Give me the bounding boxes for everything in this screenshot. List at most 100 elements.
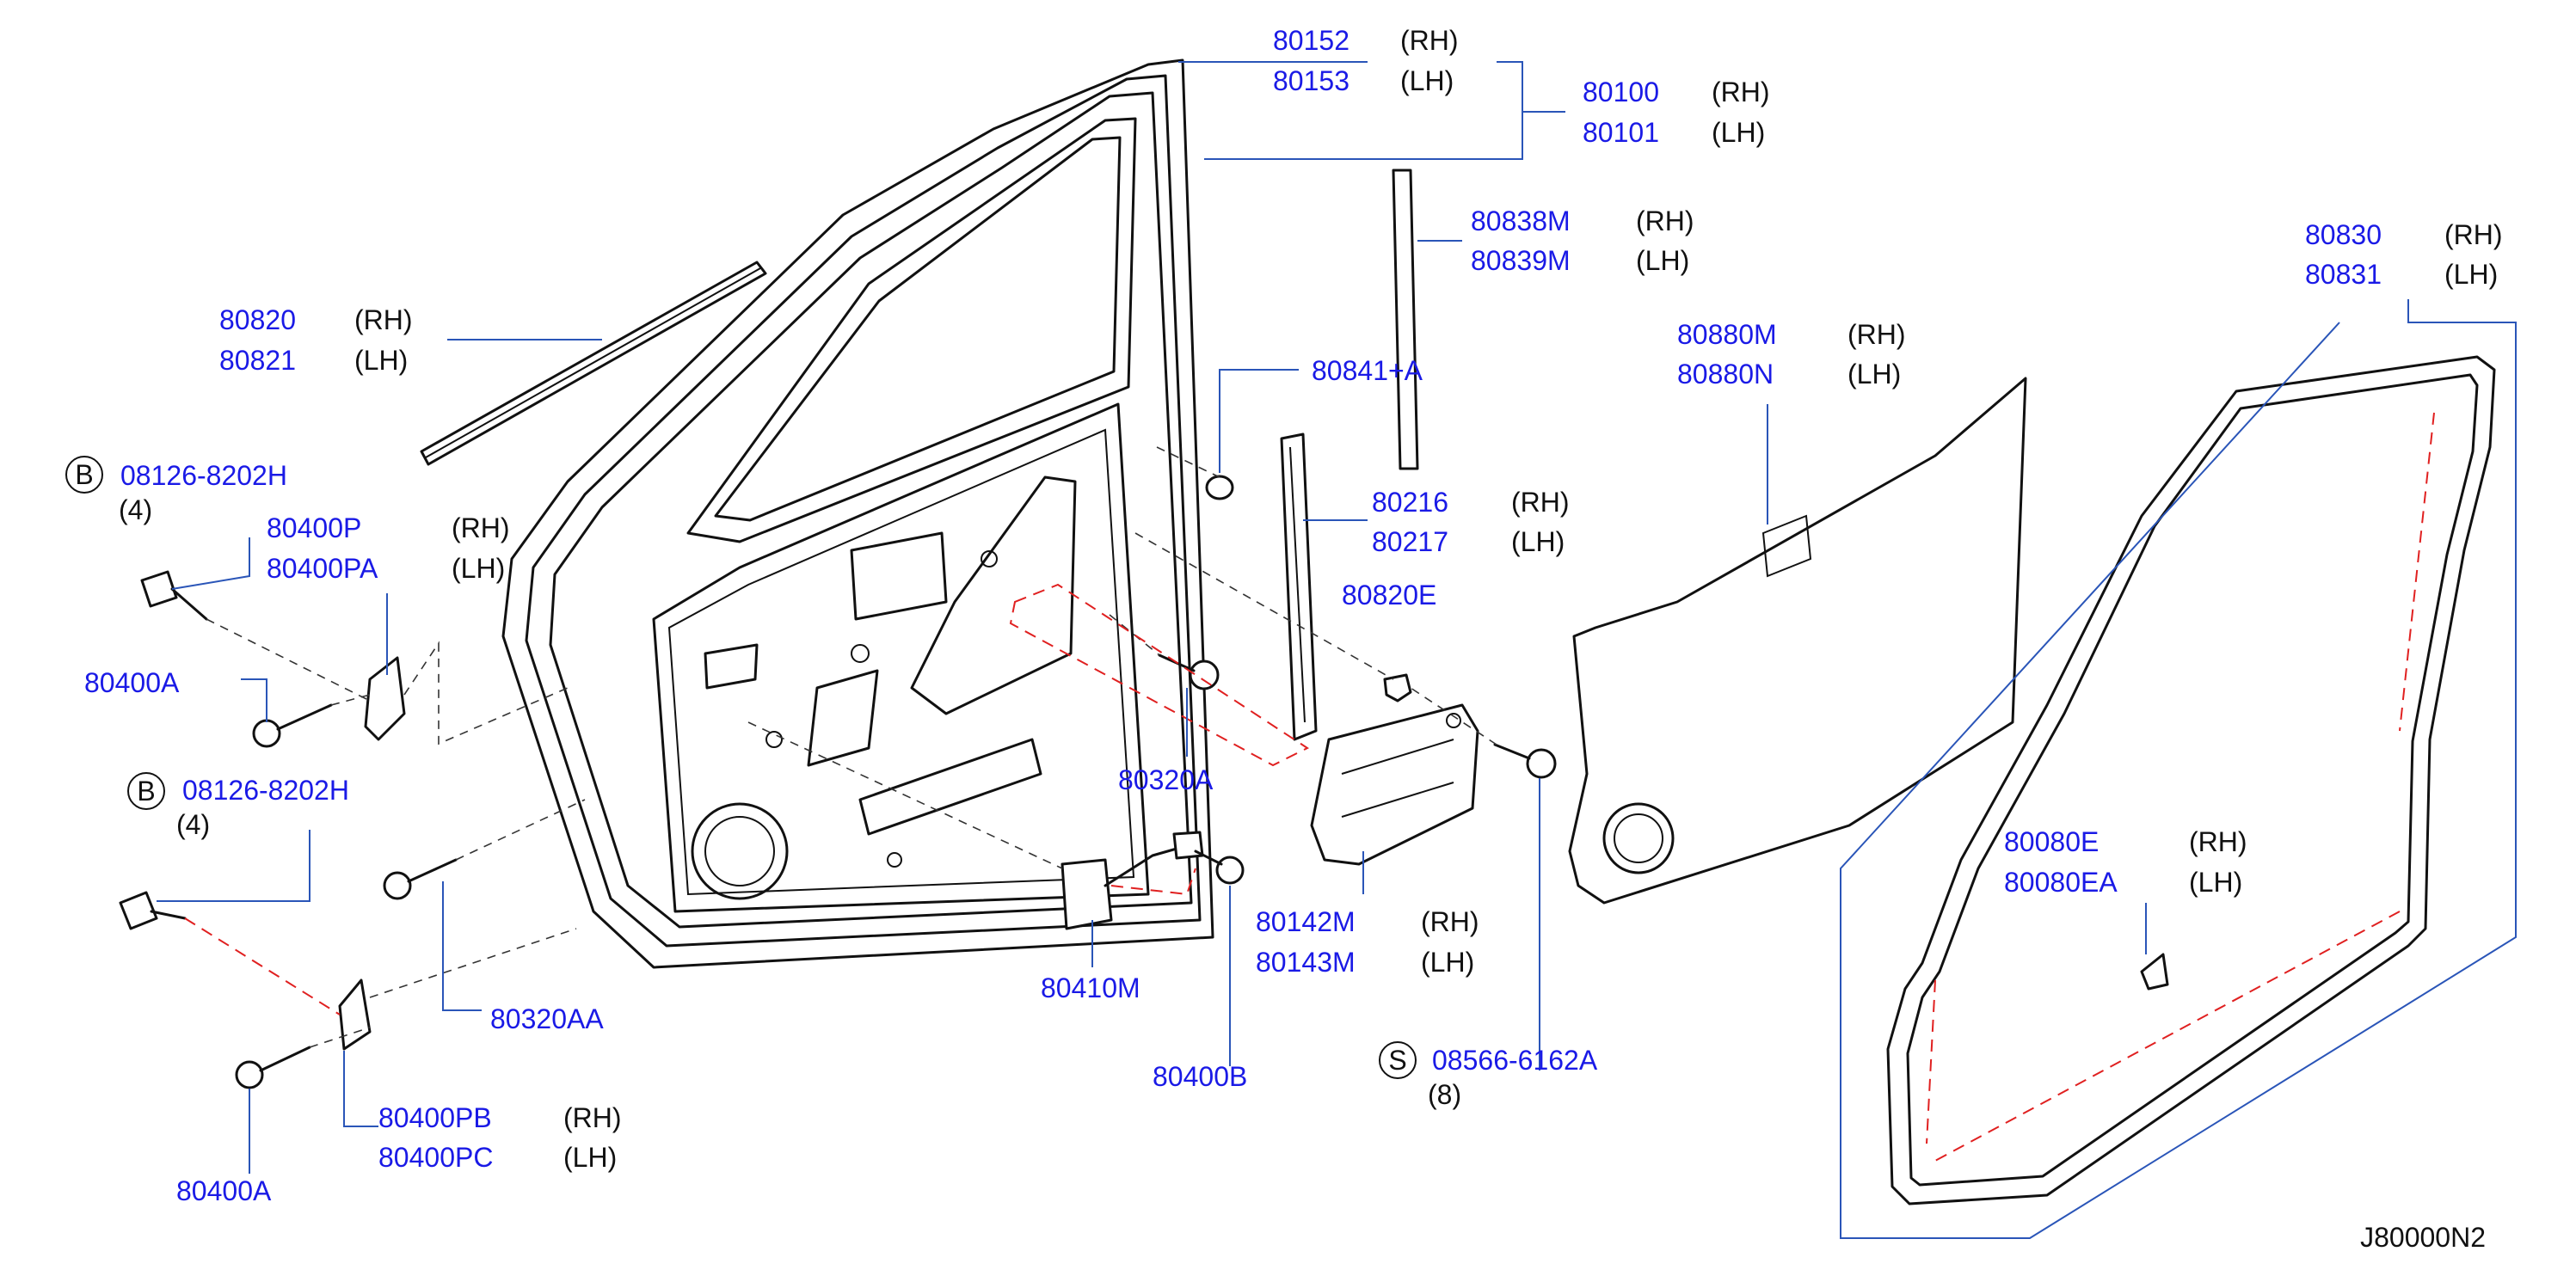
part-number: 80400B [1153,1061,1247,1092]
side-label: (RH) [563,1102,622,1133]
leader-line [1204,61,1523,160]
assembly-line [369,928,577,998]
clip-part [1383,673,1412,702]
side-label: (LH) [354,345,408,376]
callout-80838M: 80838M (RH) [1471,206,1694,236]
assembly-line [747,721,1063,869]
callout-08566: S 08566-6162A (8) [1379,1041,1598,1110]
part-number: 80152 [1273,25,1349,56]
part-number: 80410M [1041,972,1140,1003]
assembly-line [330,694,371,706]
part-number: 08566-6162A [1432,1045,1598,1076]
callout-80820: 80820 (RH) [219,304,413,335]
bolt-08126-lower [119,891,187,930]
callout-80830: 80830 (RH) [2305,219,2503,250]
callout-80400PA: 80400PA (LH) [267,553,505,584]
part-number: 80400PB [378,1102,492,1133]
callout-80400A-lower: 80400A [176,1175,272,1206]
circle-letter: B [75,459,93,490]
callout-80080E: 80080E (RH) [2004,826,2247,857]
part-number: 80217 [1372,526,1448,557]
callout-80400PC: 80400PC (LH) [378,1142,617,1173]
callout-80142M: 80142M (RH) [1256,906,1479,937]
plug-part [1205,475,1234,500]
part-number: 80400PA [267,553,378,584]
side-label: (LH) [1636,245,1689,276]
assembly-line [309,1027,371,1048]
side-label: (RH) [1421,906,1479,937]
part-number: 80400PC [378,1142,493,1173]
screw-08566 [1493,743,1557,779]
callout-08126-upper: B 08126-8202H (4) [65,456,287,525]
sash-part [1392,169,1419,470]
side-label: (RH) [1712,77,1770,107]
lock-bracket-part [1310,703,1479,866]
side-label: (LH) [1511,526,1565,557]
part-number: 80080E [2004,826,2099,857]
callout-80841A: 80841+A [1312,355,1423,386]
part-number: 80143M [1256,947,1356,978]
leader-line [171,537,250,590]
callout-80410M: 80410M [1041,972,1140,1003]
letter-circle [65,456,103,494]
callout-80880M: 80880M (RH) [1677,319,1906,350]
part-number: 80216 [1372,487,1448,518]
side-label: (RH) [452,512,510,543]
assembly-line [1156,446,1220,478]
side-label: (LH) [563,1142,617,1173]
side-label: (LH) [1712,117,1765,148]
check-link-part [1061,831,1204,930]
part-number: 80400P [267,512,361,543]
side-label: (LH) [452,553,505,584]
part-number: 80153 [1273,65,1349,96]
callout-80080EA: 80080EA (LH) [2004,867,2242,898]
callout-80821: 80821 (LH) [219,345,408,376]
letter-circle [127,772,165,810]
callout-80153: 80153 (LH) [1273,65,1454,96]
callout-80400B: 80400B [1153,1061,1247,1092]
part-number: 80821 [219,345,296,376]
circle-letter: B [137,776,155,807]
callout-80820E: 80820E [1342,580,1436,610]
leader-line [157,830,310,902]
part-number: 80100 [1583,77,1659,107]
part-number: 80820E [1342,580,1436,610]
callout-80831: 80831 (LH) [2305,259,2498,290]
sash-rear-part [1280,432,1318,741]
callout-80880N: 80880N (LH) [1677,359,1901,390]
part-number: 80880M [1677,319,1777,350]
callout-80216: 80216 (RH) [1372,487,1570,518]
quantity-label: (4) [176,809,210,840]
bolt-80400B [1194,850,1245,885]
part-number: 80880N [1677,359,1774,390]
part-number: 80400A [176,1175,272,1206]
side-label: (RH) [2189,826,2247,857]
callout-80152: 80152 (RH) [1273,25,1459,56]
quantity-label: (8) [1428,1079,1461,1110]
part-number: 80830 [2305,219,2382,250]
assembly-line [1109,614,1160,656]
quantity-label: (4) [119,494,152,525]
part-number: 08126-8202H [182,775,349,806]
trim-panel-part [1568,377,2027,905]
side-label: (LH) [1400,65,1454,96]
assembly-line [206,618,371,702]
bolt-08126-upper [140,570,208,621]
part-number: 80142M [1256,906,1356,937]
callout-80400P: 80400P (RH) [267,512,510,543]
bolt-80400A-lower [235,1046,311,1089]
part-number: 80080EA [2004,867,2118,898]
callout-80101: 80101 (LH) [1583,117,1765,148]
bolt-80400A-upper [252,703,333,748]
assembly-line [403,641,569,745]
leader-line [1219,369,1299,473]
part-number: 80320A [1118,764,1214,795]
side-label: (RH) [1847,319,1906,350]
part-number: 80101 [1583,117,1659,148]
door-shell-part [501,58,1214,969]
weatherstrip-part [1886,355,2496,1205]
side-label: (LH) [2189,867,2242,898]
part-number: 80400A [84,667,180,698]
outer-moulding-part [420,261,767,466]
callout-80839M: 80839M (LH) [1471,245,1689,276]
